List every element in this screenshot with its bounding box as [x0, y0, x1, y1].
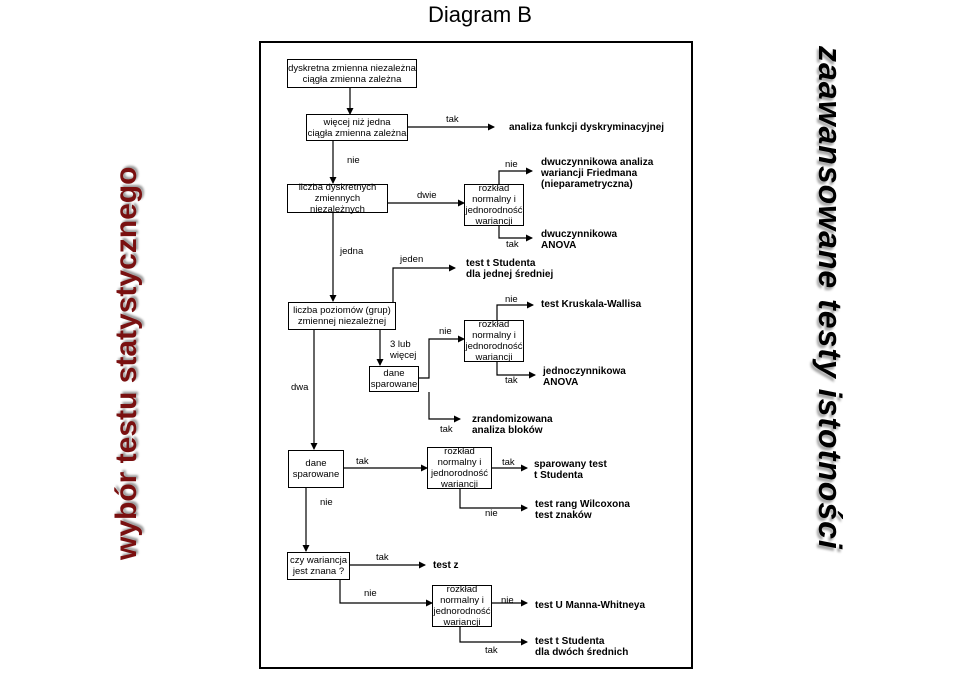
label-yes: tak — [506, 239, 519, 250]
result-t-two-means: test t Studenta dla dwóch średnich — [535, 636, 629, 658]
label-no: nie — [501, 595, 514, 606]
diagram-title: Diagram B — [428, 2, 532, 27]
result-wilcoxon-sign: test rang Wilcoxona test znaków — [535, 499, 630, 521]
result-discriminant-analysis: analiza funkcji dyskryminacyjnej — [509, 122, 665, 133]
box-number-levels: liczba poziomów (grup) zmiennej niezależ… — [288, 302, 396, 330]
label-no: nie — [320, 497, 333, 508]
box-variance-known: czy wariancja jest znana ? — [287, 552, 350, 580]
label-yes: tak — [446, 114, 459, 125]
label-no: nie — [505, 294, 518, 305]
label-yes: tak — [485, 645, 498, 656]
result-one-way-anova: jednoczynnikowa ANOVA — [543, 366, 626, 388]
label-two-levels: dwa — [291, 382, 309, 393]
label-yes: tak — [505, 375, 518, 386]
label-yes: tak — [376, 552, 389, 563]
label-two: dwie — [417, 190, 437, 201]
label-yes: tak — [502, 457, 515, 468]
result-t-one-mean: test t Studenta dla jednej średniej — [466, 258, 554, 280]
label-no: nie — [364, 588, 377, 599]
box-paired-two: dane sparowane — [288, 450, 344, 488]
box-normality-paired: rozkład normalny i jednorodność wariancj… — [427, 446, 492, 490]
label-one-level: jeden — [400, 254, 424, 265]
label-no: nie — [505, 159, 518, 170]
result-two-way-anova: dwuczynnikowa ANOVA — [541, 229, 618, 251]
result-kruskal-wallis: test Kruskala-Wallisa — [541, 299, 642, 310]
label-one: jedna — [340, 246, 364, 257]
box-number-independent: liczba dyskretnych zmiennych niezależnyc… — [287, 182, 388, 215]
label-yes: tak — [356, 456, 369, 467]
label-yes: tak — [440, 424, 453, 435]
box-normality-two-way: rozkład normalny i jednorodność wariancj… — [464, 183, 524, 227]
result-randomized-blocks: zrandomizowana analiza bloków — [472, 414, 553, 436]
result-friedman: dwuczynnikowa analiza wariancji Friedman… — [541, 157, 654, 190]
label-no: nie — [347, 155, 360, 166]
box-paired-groups: dane sparowane — [369, 366, 419, 392]
box-multiple-dependent: więcej niż jedna ciągła zmienna zależna — [306, 114, 408, 141]
label-no: nie — [439, 326, 452, 337]
result-mann-whitney: test U Manna-Whitneya — [535, 600, 646, 611]
label-no: nie — [485, 508, 498, 519]
result-z-test: test z — [433, 560, 459, 571]
label-three-or-more: 3 lub więcej — [390, 339, 417, 361]
box-normality-one-way: rozkład normalny i jednorodność wariancj… — [464, 319, 524, 363]
result-paired-t: sparowany test t Studenta — [534, 459, 607, 481]
box-variables-type: dyskretna zmienna niezależna ciągła zmie… — [287, 59, 417, 88]
box-normality-independent: rozkład normalny i jednorodność wariancj… — [432, 584, 492, 628]
